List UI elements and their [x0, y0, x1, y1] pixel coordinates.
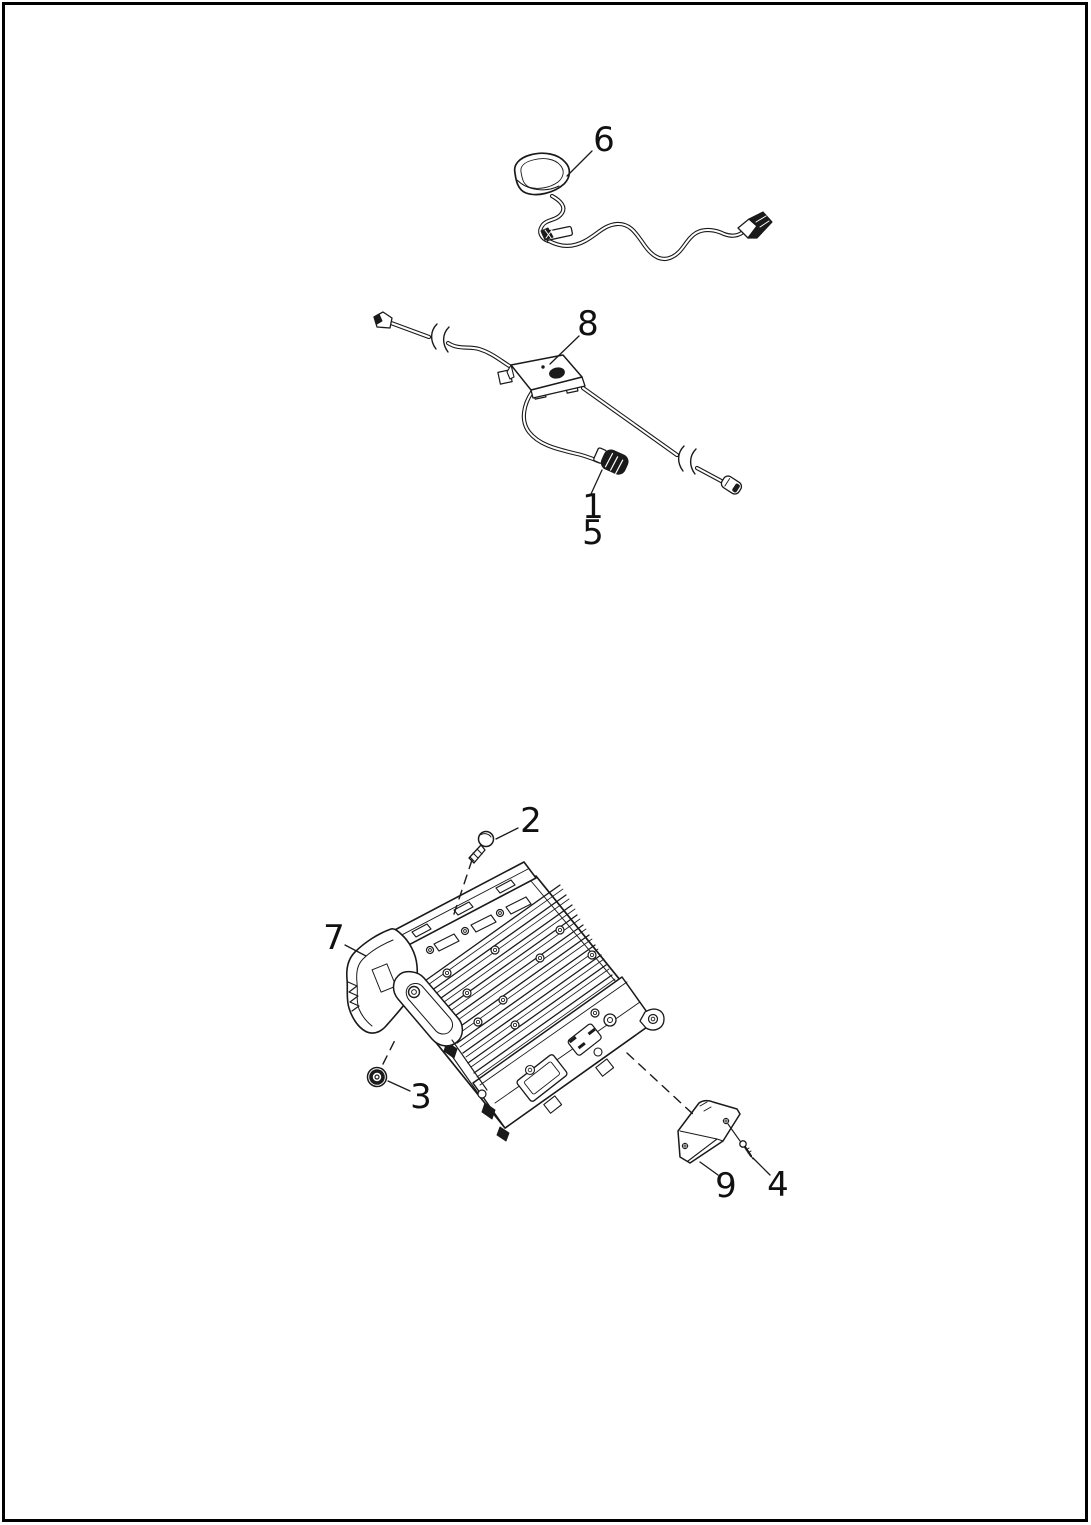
leader-line-6 [566, 150, 593, 177]
amplifier-illustration [344, 827, 771, 1176]
leader-line-7 [344, 944, 367, 957]
leader-line-8 [549, 335, 580, 365]
gps-antenna-illustration [513, 150, 773, 262]
callout-label-4: 4 [767, 1165, 789, 1205]
fin-screw-bosses [442, 925, 600, 1030]
leader-lines [344, 827, 771, 1176]
access-cover-plate [677, 1099, 741, 1164]
antenna-cable-connector [737, 211, 773, 239]
cover-screw [727, 1123, 754, 1160]
cable-connector-1-5 [593, 447, 629, 475]
leader-line-3 [387, 1080, 411, 1092]
antenna-cable-illustration [373, 311, 743, 495]
callout-label-1: 1 [582, 487, 604, 527]
leader-line-2 [495, 827, 519, 840]
callout-label-5: 5 [582, 513, 604, 553]
upper-band-details [425, 896, 532, 955]
callout-label-9: 9 [715, 1166, 737, 1206]
cable-break-mark [430, 323, 450, 353]
cable-break-mark [677, 445, 697, 475]
callout-label-8: 8 [577, 304, 599, 344]
cable-clip [540, 225, 574, 241]
leader-line-1-5 [590, 469, 603, 495]
callout-label-3: 3 [410, 1077, 432, 1117]
cable-end-terminal-right [720, 475, 743, 495]
right-mount-ear [639, 1008, 665, 1031]
callout-label-2: 2 [520, 801, 542, 841]
leader-line-4 [752, 1157, 771, 1176]
assembly-dashed-lines [382, 859, 695, 1116]
cable-end-terminal-left [373, 311, 393, 329]
antenna-puck [513, 152, 571, 196]
leader-line-9 [699, 1161, 719, 1176]
grommet [366, 1066, 388, 1088]
mount-screw [468, 830, 495, 864]
inline-cable-module [497, 354, 586, 400]
callout-label-6: 6 [593, 120, 615, 160]
callout-label-7: 7 [323, 918, 345, 958]
